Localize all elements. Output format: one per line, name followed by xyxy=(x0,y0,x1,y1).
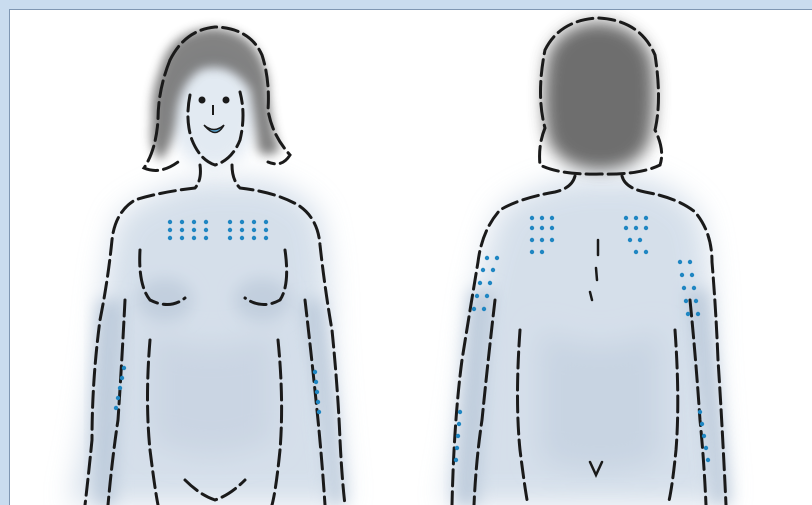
front-figure xyxy=(70,27,345,505)
back-shading xyxy=(445,178,730,505)
back-figure xyxy=(445,18,730,505)
back-hair xyxy=(544,22,655,170)
front-shading xyxy=(70,52,345,505)
right-eye-icon xyxy=(223,97,230,104)
left-eye-icon xyxy=(199,97,206,104)
